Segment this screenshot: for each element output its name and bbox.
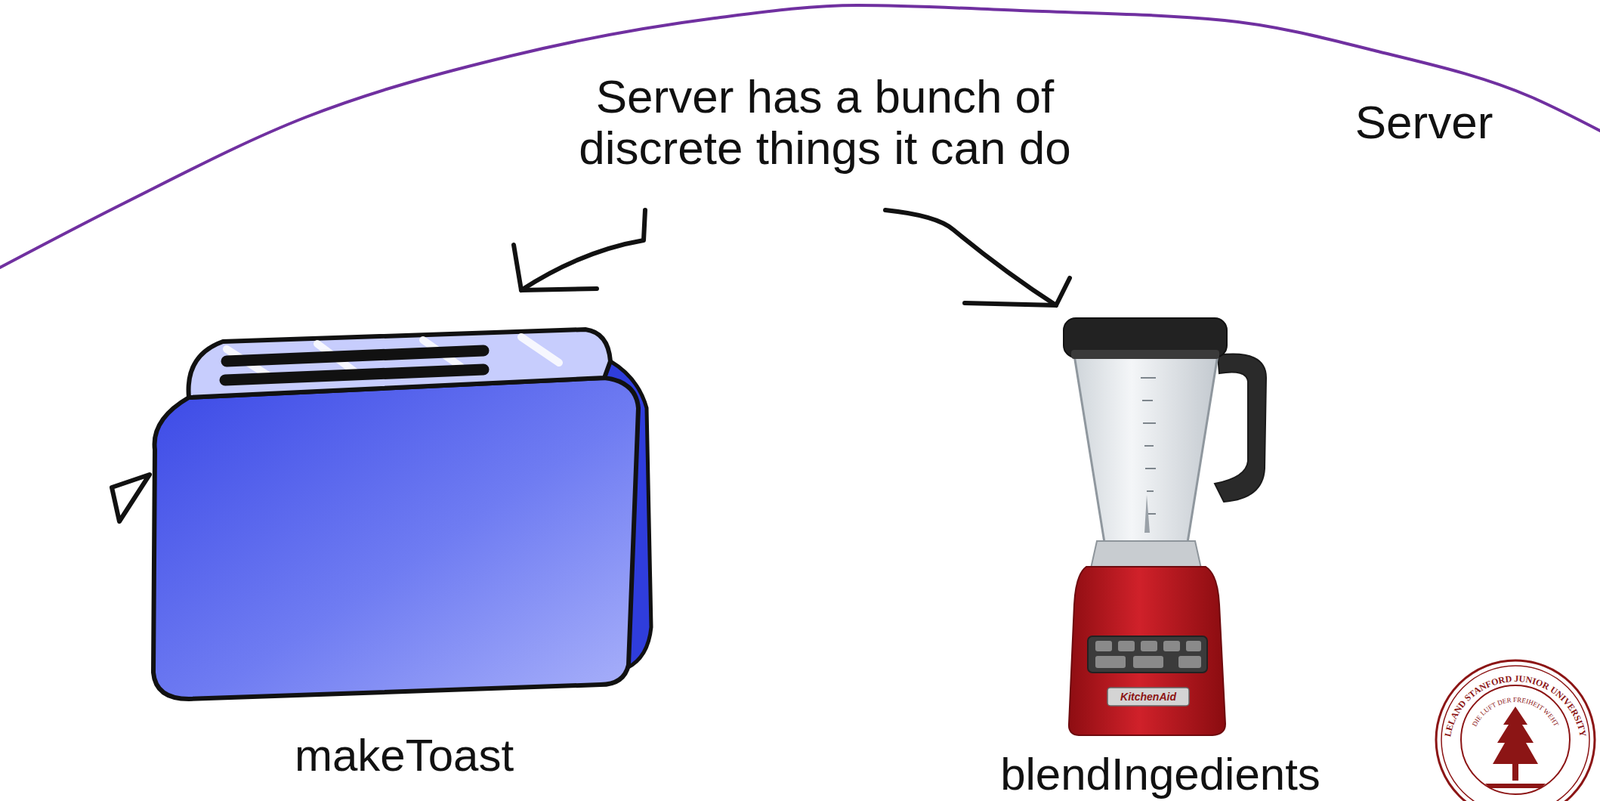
measure-ticks [1140, 377, 1156, 514]
seal-motto: DIE LUFT DER FREIHEIT WEHT [1470, 695, 1561, 728]
control-panel [1087, 636, 1208, 673]
button [1133, 655, 1164, 668]
toaster-slot [226, 350, 484, 362]
jar-markings [1140, 377, 1156, 514]
callout-arrow [885, 210, 1070, 306]
toaster-lever [111, 474, 150, 522]
tree-crown [1492, 706, 1539, 764]
toaster-front [153, 377, 639, 699]
blender-collar [1090, 540, 1202, 569]
seal-motto: LELAND STANFORD JUNIOR UNIVERSITY [1442, 673, 1589, 738]
control-buttons [1095, 640, 1202, 668]
toaster-function: makeToast [113, 317, 695, 801]
button [1118, 640, 1135, 652]
university-seal: LELAND STANFORD JUNIOR UNIVERSITYDIE LUF… [1436, 660, 1595, 801]
highlight-stroke [521, 336, 560, 363]
toaster-illustration [111, 329, 652, 699]
blender-handle [1214, 354, 1267, 502]
button [1163, 640, 1180, 652]
brand-badge [1107, 687, 1190, 706]
callout-arrow [513, 210, 646, 291]
button [1186, 640, 1202, 652]
seal-ring [1461, 685, 1570, 794]
button [1140, 640, 1158, 652]
region-title: Server [1337, 95, 1511, 149]
blender-blade [1144, 494, 1150, 533]
button [1095, 640, 1112, 652]
text-on-path: DIE LUFT DER FREIHEIT WEHT [1470, 695, 1561, 728]
button [1178, 655, 1202, 668]
lid-rim [1071, 349, 1220, 359]
blender-illustration [1063, 318, 1267, 736]
seal-text-group: LELAND STANFORD JUNIOR UNIVERSITYDIE LUF… [1442, 673, 1589, 738]
text-on-path: LELAND STANFORD JUNIOR UNIVERSITY [1442, 673, 1589, 738]
toaster-top [188, 329, 611, 398]
seal-ring [1436, 660, 1595, 801]
arrow-head [513, 244, 597, 291]
tree-trunk [1512, 763, 1519, 781]
blender-jar [1074, 355, 1218, 543]
toaster-slot [225, 369, 484, 380]
seal-ring [1441, 665, 1590, 801]
arrow-head [964, 277, 1070, 306]
blender-base [1068, 566, 1226, 736]
brand-label: KitchenAid [1107, 689, 1190, 704]
tree-ground [1485, 783, 1546, 788]
blender-function: blendIngedients [982, 309, 1339, 801]
arrow-shaft [521, 210, 646, 291]
function-name: blendIngedients [982, 747, 1339, 800]
region-boundary [0, 5, 1600, 268]
seal-tree [1485, 706, 1546, 788]
button [1095, 655, 1126, 668]
arrow-shaft [885, 210, 1057, 306]
function-name: makeToast [113, 728, 695, 782]
callout-note: Server has a bunch of discrete things it… [552, 71, 1097, 174]
